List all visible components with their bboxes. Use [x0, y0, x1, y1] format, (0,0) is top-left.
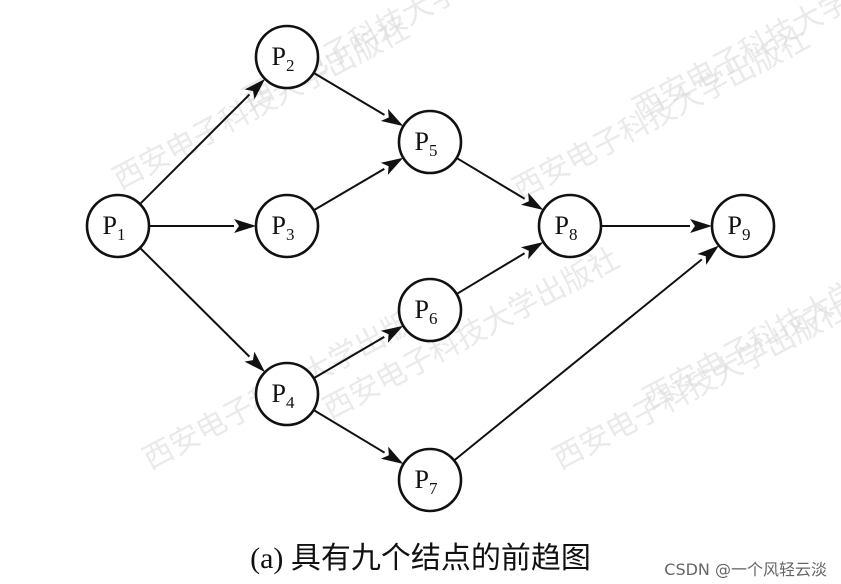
- watermark-text: 西安电子科技大学出版社: [637, 231, 841, 417]
- node-P9: P9: [710, 193, 776, 259]
- edge-line: [139, 247, 251, 358]
- edge-P3-P5: [313, 157, 404, 212]
- node-label-base: P: [415, 295, 429, 324]
- node-label-subscript: 9: [742, 225, 751, 244]
- node-circle: [537, 193, 603, 259]
- node-label: P7: [415, 465, 438, 498]
- edge-line: [313, 335, 385, 380]
- edge-P8-P9: [601, 219, 712, 233]
- node-circle: [397, 447, 463, 513]
- node-label-base: P: [555, 211, 569, 240]
- node-label-base: P: [272, 42, 286, 71]
- node-label-subscript: 7: [429, 479, 438, 498]
- node-circle: [254, 361, 320, 427]
- node-label: P9: [728, 211, 751, 244]
- node-P6: P6: [397, 277, 463, 343]
- node-label-base: P: [415, 127, 429, 156]
- arrowhead: [380, 157, 404, 175]
- node-P3: P3: [254, 193, 320, 259]
- node-label: P6: [415, 295, 438, 328]
- edge-line: [313, 409, 386, 454]
- node-label-subscript: 3: [286, 225, 295, 244]
- edge-P4-P7: [313, 409, 404, 465]
- arrowhead: [380, 446, 404, 465]
- arrowhead: [690, 219, 712, 233]
- node-label: P8: [555, 211, 578, 244]
- edge-P1-P4: [139, 247, 266, 373]
- arrowhead: [520, 241, 544, 260]
- arrowhead: [380, 325, 404, 343]
- edge-P6-P8: [456, 241, 544, 295]
- node-label: P5: [415, 127, 438, 160]
- source-credit: CSDN @一个风轻云淡: [664, 560, 827, 579]
- arrowhead: [234, 219, 256, 233]
- watermark-text: 西安电子科技大学出版社: [627, 0, 841, 127]
- arrowhead: [380, 108, 404, 127]
- node-P2: P2: [254, 24, 320, 90]
- edge-P4-P6: [313, 325, 404, 380]
- edge-line: [313, 71, 385, 116]
- edge-line: [456, 157, 526, 200]
- node-circle: [397, 109, 463, 175]
- figure-caption: (a) 具有九个结点的前趋图: [250, 542, 591, 575]
- node-P1: P1: [85, 193, 151, 259]
- edge-line: [139, 93, 251, 205]
- node-P4: P4: [254, 361, 320, 427]
- edge-P1-P2: [139, 78, 266, 205]
- node-circle: [254, 193, 320, 259]
- node-P7: P7: [397, 447, 463, 513]
- node-label: P3: [272, 211, 295, 244]
- edge-P7-P9: [453, 245, 719, 462]
- node-P5: P5: [397, 109, 463, 175]
- edge-P5-P8: [456, 157, 544, 211]
- arrowhead: [520, 192, 544, 211]
- node-label-base: P: [272, 211, 286, 240]
- node-label-base: P: [103, 211, 117, 240]
- node-label: P4: [272, 379, 295, 412]
- node-label-subscript: 2: [286, 56, 295, 75]
- node-label-base: P: [728, 211, 742, 240]
- arrowhead: [697, 245, 719, 265]
- node-label-subscript: 5: [429, 141, 438, 160]
- node-P8: P8: [537, 193, 603, 259]
- edge-P1-P3: [149, 219, 256, 233]
- arrowhead: [244, 78, 266, 100]
- edge-line: [453, 258, 703, 462]
- node-circle: [85, 193, 151, 259]
- node-label: P1: [103, 211, 126, 244]
- node-circle: [710, 193, 776, 259]
- node-label-subscript: 1: [117, 225, 126, 244]
- node-label-subscript: 4: [286, 393, 295, 412]
- edge-line: [313, 167, 385, 212]
- node-label-subscript: 6: [429, 309, 438, 328]
- node-label-base: P: [272, 379, 286, 408]
- edge-P2-P5: [313, 71, 404, 127]
- arrowhead: [244, 351, 266, 373]
- node-circle: [254, 24, 320, 90]
- edges-layer: [139, 71, 719, 465]
- node-circle: [397, 277, 463, 343]
- node-label-subscript: 8: [569, 225, 578, 244]
- edge-line: [456, 252, 526, 295]
- node-label-base: P: [415, 465, 429, 494]
- node-label: P2: [272, 42, 295, 75]
